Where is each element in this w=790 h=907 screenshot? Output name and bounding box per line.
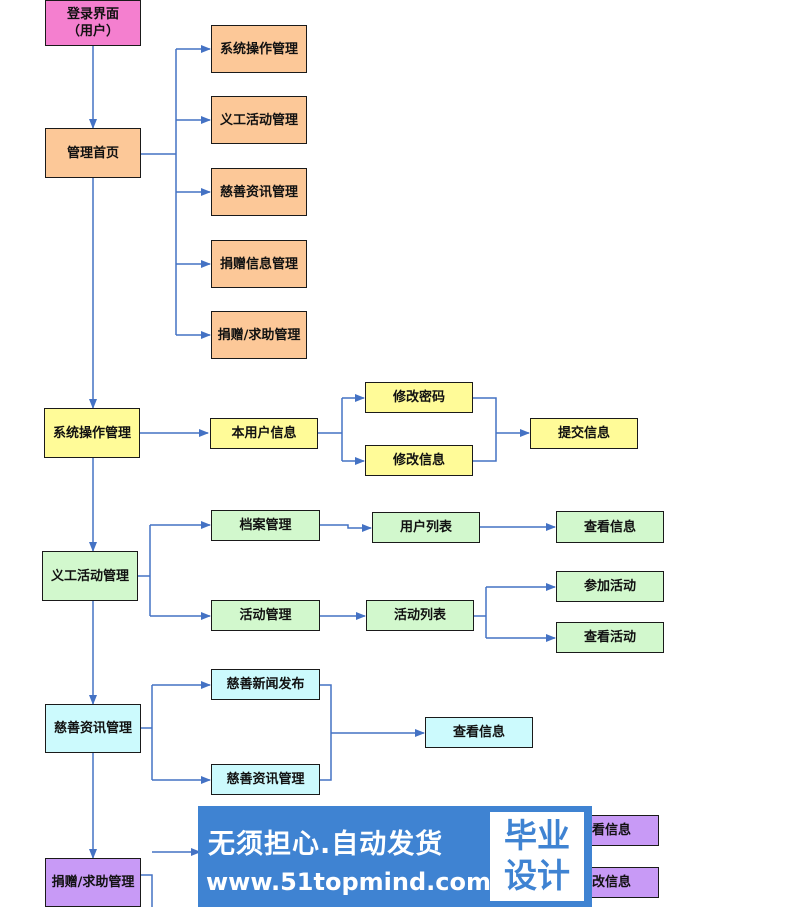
watermark-url: www.51topmind.com	[206, 868, 491, 896]
node-char: 慈善资讯管理	[45, 704, 141, 753]
node-sys: 系统操作管理	[44, 408, 140, 458]
node-login: 登录界面 （用户）	[45, 0, 141, 46]
edge-pwd-merge	[473, 397, 497, 462]
node-join-activity: 参加活动	[556, 571, 664, 602]
node-edit-info: 修改信息	[365, 445, 473, 476]
node-news-publish: 慈善新闻发布	[211, 669, 320, 700]
node-view-activity: 查看活动	[556, 622, 664, 653]
node-module-sys: 系统操作管理	[211, 25, 307, 73]
node-module-char: 慈善资讯管理	[211, 168, 307, 216]
watermark-banner: 无须担心.自动发货 www.51topmind.com 毕业 设计	[198, 806, 592, 907]
node-module-vol: 义工活动管理	[211, 96, 307, 144]
node-user-info: 本用户信息	[210, 418, 318, 449]
watermark-badge: 毕业 设计	[490, 812, 584, 901]
node-module-help: 捐赠/求助管理	[211, 311, 307, 359]
node-help: 捐赠/求助管理	[45, 858, 141, 907]
node-change-password: 修改密码	[365, 382, 473, 413]
node-activity-list: 活动列表	[366, 600, 474, 631]
edge-char-merge	[320, 684, 332, 781]
watermark-slogan: 无须担心.自动发货	[208, 829, 444, 860]
node-submit-info: 提交信息	[530, 418, 638, 449]
node-view-info-1: 查看信息	[556, 511, 664, 543]
node-module-don: 捐赠信息管理	[211, 240, 307, 288]
edge-archive-userlist	[320, 524, 372, 532]
node-home: 管理首页	[45, 128, 141, 178]
node-activity-mgmt: 活动管理	[211, 600, 320, 631]
node-view-info-2: 查看信息	[425, 717, 533, 748]
node-user-list: 用户列表	[372, 512, 480, 543]
watermark-badge-line-2: 设计	[504, 856, 570, 895]
node-archive: 档案管理	[211, 510, 320, 541]
watermark-badge-line-1: 毕业	[504, 816, 570, 855]
node-charity-mgr: 慈善资讯管理	[211, 764, 320, 795]
node-vol: 义工活动管理	[42, 551, 138, 601]
edge-help-bus	[140, 874, 153, 907]
